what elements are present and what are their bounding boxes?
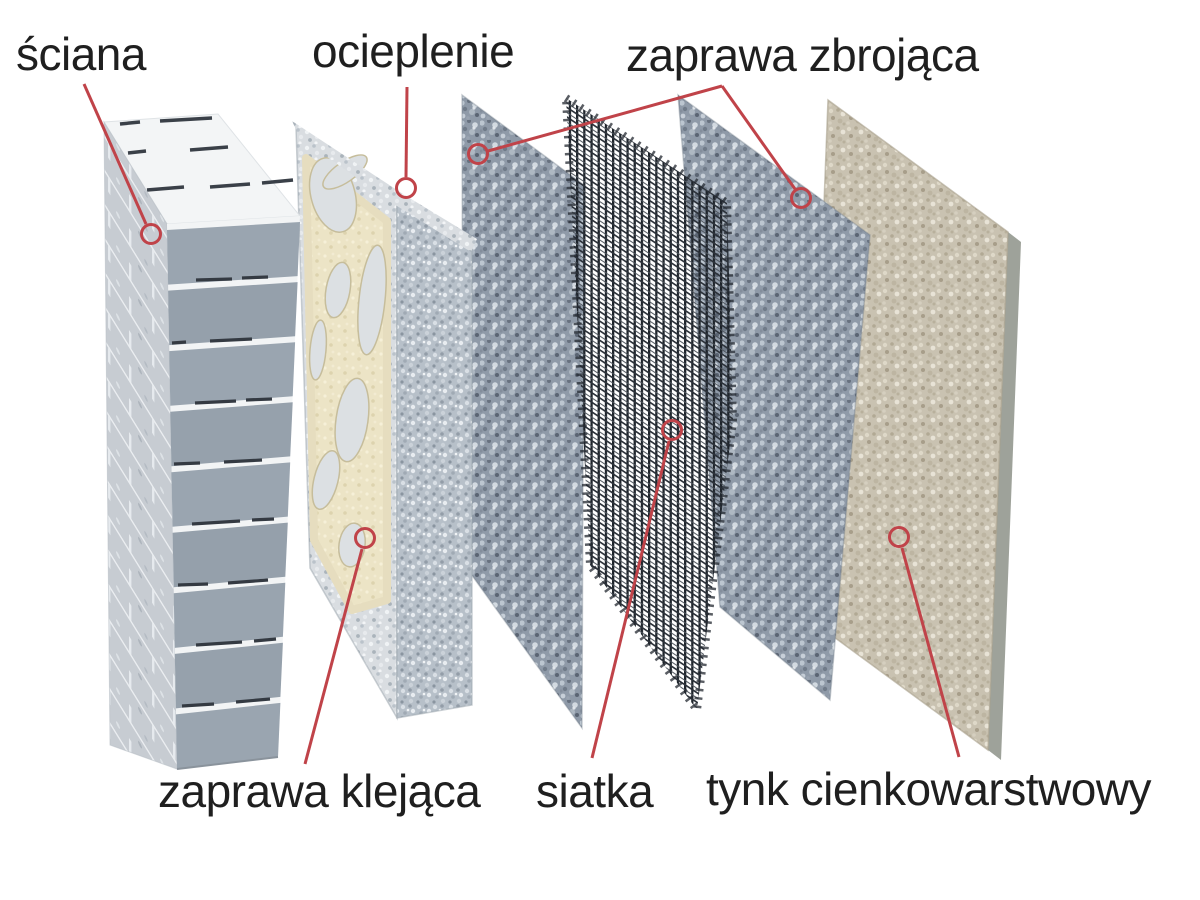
label-sciana: ściana <box>16 28 146 80</box>
layer-mesh <box>561 90 738 721</box>
label-siatka: siatka <box>536 765 654 817</box>
leader-ocieplenie-marker <box>395 177 417 199</box>
leader-zaprawa-zbrojaca <box>467 84 812 209</box>
label-zaprawa-zbrojaca: zaprawa zbrojąca <box>626 29 979 81</box>
leader-tynk-marker <box>888 526 910 548</box>
wall-gap-shadows <box>171 275 277 708</box>
label-zaprawa-klejaca: zaprawa klejąca <box>158 765 481 817</box>
insulation-thickness-face <box>396 200 473 719</box>
leader-sciana <box>82 83 162 245</box>
layer-wall <box>103 113 301 770</box>
mesh-grid <box>566 98 733 710</box>
leader-tynk <box>888 526 961 758</box>
render-panel-1-face <box>461 93 585 731</box>
leader-siatka <box>590 419 683 759</box>
label-tynk-cienkowarstwowy: tynk cienkowarstwowy <box>706 763 1152 815</box>
leader-ocieplenie <box>395 86 417 199</box>
leader-klejaca-marker <box>354 527 376 549</box>
leader-siatka-marker <box>661 419 683 441</box>
wall-blocks <box>167 222 300 769</box>
insulation-top-edge <box>292 121 477 252</box>
wall-bottom-edge <box>176 756 279 770</box>
leader-zaprawa-klejaca <box>303 527 376 765</box>
leader-sciana-marker <box>140 223 162 245</box>
leader-zbrojaca-marker-1 <box>467 143 489 165</box>
leader-zbrojaca-marker-2 <box>790 187 812 209</box>
layer-insulation-board <box>292 121 477 721</box>
layer-render-panel-1 <box>461 93 585 731</box>
wall-top-joints <box>119 116 294 192</box>
leader-lines <box>82 83 961 765</box>
label-ocieplenie: ocieplenie <box>312 25 515 77</box>
plaster-back-shadow <box>988 232 1021 760</box>
